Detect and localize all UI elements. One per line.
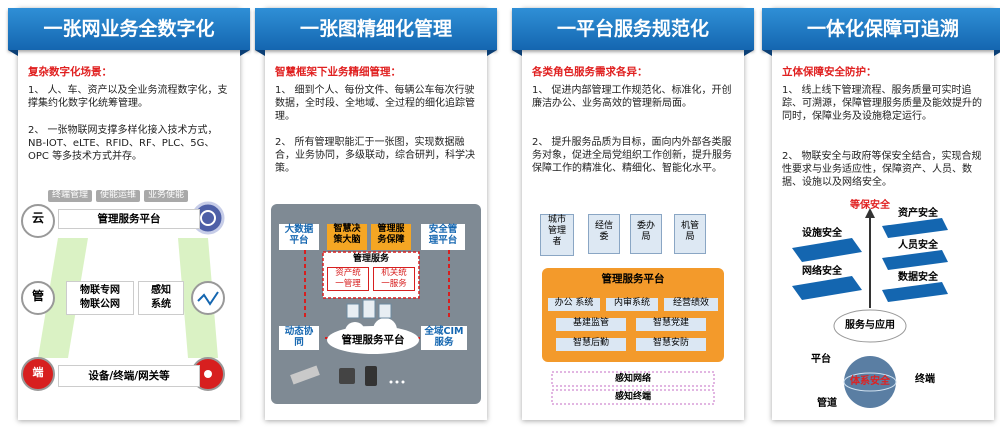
panel-subtitle: 各类角色服务需求各异： — [532, 66, 648, 78]
network-diagram — [21, 201, 225, 391]
sensing-terminal: 感知终端 — [614, 392, 651, 402]
point-1: 1、 人、车、资产以及全业务流程数字化，支撑集约化数字化统筹管理。 — [28, 85, 228, 109]
security-diagram — [792, 208, 948, 408]
smart-logistics: 智慧后勤 — [556, 338, 626, 351]
sensing-system-box: 感知 系统 — [138, 281, 184, 315]
security-platform-box: 安全管 理平台 — [421, 224, 465, 250]
point-1: 1、 促进内部管理工作规范化、标准化，开创廉洁办公、业务高效的管理新局面。 — [532, 85, 732, 109]
network-security: 网络安全 — [802, 266, 842, 277]
terminal-label: 终端 — [915, 374, 935, 385]
cim-service-box: 全域CIM 服务 — [421, 326, 467, 350]
level-protection-label: 等保安全 — [850, 200, 890, 211]
cloud-circle-icon — [21, 204, 55, 238]
cloud-icon-label: 云 — [31, 211, 44, 225]
bigdata-box: 大数据 平台 — [279, 224, 319, 250]
terminal-circle-icon — [21, 357, 55, 391]
role-economy-committee: 经信 委 — [588, 214, 620, 254]
panel-subtitle: 智慧框架下业务精细管理： — [275, 66, 401, 78]
asset-manage-box: 资产统 一管理 — [327, 267, 369, 291]
asset-security: 资产安全 — [898, 208, 938, 219]
platform-label: 管理服务平台 — [341, 334, 405, 346]
decision-box: 智慧决 策大脑 — [327, 224, 367, 250]
tag-terminal-manage: 终端管理 — [48, 190, 92, 202]
terminal-icon-label: 端 — [32, 366, 44, 379]
tag-business: 业务使能 — [144, 190, 188, 202]
panel-title: 一体化保障可追溯 — [762, 8, 1000, 56]
agency-service-box: 机关统 一服务 — [373, 267, 415, 291]
sensing-network: 感知网络 — [614, 374, 651, 384]
role-admin-bureau: 机管 局 — [674, 214, 706, 254]
panel-platform-service: 一平台服务规范化 各类角色服务需求各异： 1、 促进内部管理工作规范化、标准化，… — [512, 8, 754, 420]
office-system: 办公 系统 — [548, 298, 600, 311]
point-1: 1、 细到个人、每份文件、每辆公车每次行驶数据，全时段、全地域、全过程的细化追踪… — [275, 85, 475, 122]
platform-label: 平台 — [811, 354, 831, 365]
platform-bar: 管理服务平台 — [58, 209, 200, 229]
role-commission: 委办 局 — [630, 214, 662, 254]
service-application: 服务与应用 — [845, 320, 895, 331]
dynamic-collab-box: 动态协 同 — [279, 326, 319, 350]
construction-supervision: 基建监管 — [556, 318, 626, 331]
point-1: 1、 线上线下管理流程、服务质量可实时追踪、可溯源，保障管理服务质量及能效提升的… — [782, 85, 982, 122]
facility-security: 设施安全 — [802, 228, 842, 239]
service-guarantee-box: 管理服 务保障 — [371, 224, 411, 250]
pipe-circle-icon — [21, 281, 55, 315]
panel-fine-management: 一张图精细化管理 智慧框架下业务精细管理： 1、 细到个人、每份文件、每辆公车每… — [255, 8, 497, 420]
system-security: 体系安全 — [850, 376, 890, 387]
audit-system: 内审系统 — [606, 298, 658, 311]
smart-security: 智慧安防 — [636, 338, 706, 351]
panel-subtitle: 立体保障安全防护： — [782, 66, 877, 78]
panel-title: 一张网业务全数字化 — [8, 8, 250, 56]
smart-party: 智慧党建 — [636, 318, 706, 331]
device-bar: 设备/终端/网关等 — [58, 365, 200, 387]
sensor-icon — [191, 281, 225, 315]
camera-icon — [290, 365, 320, 385]
panel-title: 一张图精细化管理 — [255, 8, 497, 56]
panel-digitalization: 一张网业务全数字化 复杂数字化场景： 1、 人、车、资产以及全业务流程数字化，支… — [8, 8, 250, 420]
tag-ops: 使能运维 — [96, 190, 140, 202]
platform-label: 管理服务平台 — [601, 273, 665, 285]
point-2: 2、 提升服务品质为目标，面向内外部各类服务对象，促进全局党组织工作创新，提升服… — [532, 137, 732, 174]
pipe-label: 管道 — [817, 398, 837, 409]
globe-icon — [844, 356, 896, 408]
personnel-security: 人员安全 — [898, 240, 938, 251]
point-2: 2、 所有管理职能汇于一张图，实现数据融合，业务协同，多级联动，综合研判，科学决… — [275, 137, 475, 174]
performance-system: 经营绩效 — [664, 298, 718, 311]
point-2: 2、 一张物联网支撑多样化接入技术方式，NB-IOT、eLTE、RFID、RF、… — [28, 125, 218, 162]
data-security: 数据安全 — [898, 272, 938, 283]
panel-traceable-guarantee: 一体化保障可追溯 立体保障安全防护： 1、 线上线下管理流程、服务质量可实时追踪… — [762, 8, 1000, 420]
device-icon — [339, 368, 355, 384]
pipe-icon-label: 管 — [31, 289, 44, 303]
panel-title: 一平台服务规范化 — [512, 8, 754, 56]
iot-network-box: 物联专网 物联公网 — [66, 281, 134, 315]
panel-subtitle: 复杂数字化场景： — [28, 66, 112, 78]
sensor-device-icon — [365, 366, 377, 386]
point-2: 2、 物联安全与政府等保安全结合，实现合规性要求与业务适应性，保障资产、人员、数… — [782, 151, 982, 188]
management-diagram — [271, 204, 481, 404]
role-city-manager: 城市 管理 者 — [540, 214, 574, 256]
service-label: 管理服务 — [352, 254, 389, 264]
